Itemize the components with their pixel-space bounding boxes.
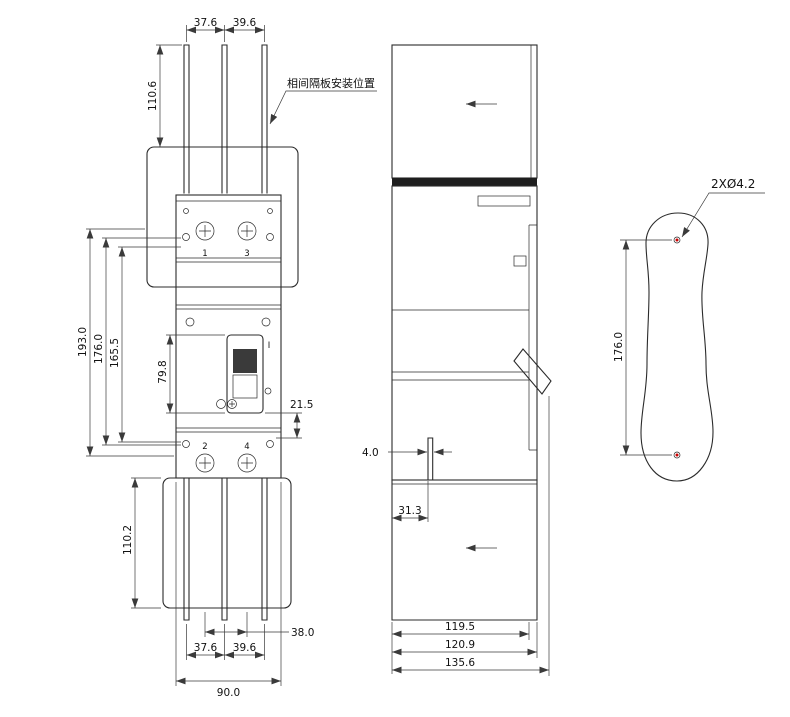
terminal-cover-top — [391, 44, 538, 179]
bottom-cover-side — [391, 479, 538, 621]
dim-tab-offset: 31.3 — [392, 481, 429, 522]
terminal-screw-3 — [237, 221, 257, 241]
dim-right-offset-text: 21.5 — [290, 399, 313, 411]
mounting-hole — [185, 317, 195, 327]
dim-overall-width-text: 90.0 — [217, 687, 240, 699]
callout-leader — [681, 192, 765, 238]
barrier-screw-hole — [266, 233, 274, 241]
dim-depth-c: 135.6 — [445, 657, 475, 669]
dim-bottom-pitch-right: 39.6 — [233, 642, 257, 654]
terminal-screw-2 — [195, 453, 215, 473]
svg-text:176.0: 176.0 — [93, 334, 105, 364]
dim-top-terminal-length: 110.6 — [147, 44, 182, 147]
dim-tab-offset-text: 31.3 — [398, 505, 421, 517]
gasket-band — [392, 178, 537, 186]
phase-barrier-note: 相间隔板安装位置 — [287, 76, 375, 90]
dim-right-offset: 21.5 — [265, 399, 313, 439]
on-mark: I — [268, 341, 271, 351]
pole-number-2: 2 — [202, 442, 207, 452]
terminal-screw-1 — [195, 221, 215, 241]
toggle-handle — [233, 349, 257, 373]
dim-depth-b: 120.9 — [445, 639, 475, 651]
dim-top-pitch-right: 39.6 — [233, 17, 257, 29]
svg-text:110.2: 110.2 — [122, 525, 134, 555]
breaker-body-side — [391, 185, 538, 481]
pole-number-4: 4 — [244, 442, 249, 452]
dim-tab-thickness-text: 4.0 — [362, 447, 379, 459]
barrier-screw-hole — [266, 440, 274, 448]
dim-top-pitch-left: 37.6 — [194, 17, 218, 29]
dim-hole-pitch: 176.0 — [613, 239, 672, 456]
body-section-lines — [176, 200, 281, 433]
svg-text:176.0: 176.0 — [613, 332, 625, 362]
toggle-recess — [226, 334, 264, 414]
template-outline — [640, 212, 714, 482]
off-symbol-icon — [264, 387, 272, 395]
pole-number-3: 3 — [244, 249, 249, 259]
front-view: 1 3 I 2 4 — [77, 17, 377, 699]
certification-marks-icon — [216, 399, 237, 409]
side-detail-rect — [513, 255, 527, 267]
svg-text:79.8: 79.8 — [157, 360, 169, 383]
dim-overall-width: 90.0 — [175, 482, 282, 699]
hole-center-mark — [675, 238, 679, 242]
note-leader — [269, 90, 377, 125]
dim-tab-thickness: 4.0 — [362, 447, 452, 459]
terminal-screw-4 — [237, 453, 257, 473]
toggle-handle-side — [513, 348, 552, 395]
barrier-screw-hole — [182, 233, 190, 241]
side-view: 4.0 31.3 119.5 120.9 135.6 — [362, 44, 552, 676]
dim-165-5: 165.5 — [109, 246, 181, 443]
svg-text:193.0: 193.0 — [77, 327, 89, 357]
dim-bottom-terminal-length: 110.2 — [122, 477, 161, 609]
phase-barrier-plate-top — [146, 146, 299, 288]
mounting-hole-top — [673, 236, 681, 244]
barrier-screw-hole — [182, 440, 190, 448]
pin-hole — [267, 208, 273, 214]
dim-bottom-pitch-left: 37.6 — [194, 642, 218, 654]
body-detail-lines-side — [392, 224, 537, 451]
dim-depth-a: 119.5 — [445, 621, 475, 633]
dim-38: 38.0 — [204, 612, 314, 639]
dim-38-text: 38.0 — [291, 627, 314, 639]
mounting-hole-bottom — [673, 451, 681, 459]
hole-center-mark — [675, 453, 679, 457]
dim-bottom-pitches: 37.6 39.6 — [186, 624, 265, 660]
toggle-window — [232, 374, 258, 399]
mounting-hole — [261, 317, 271, 327]
hole-callout: 2XØ4.2 — [711, 177, 755, 191]
pole-number-1: 1 — [202, 249, 207, 259]
dim-depths: 119.5 120.9 135.6 — [391, 396, 550, 676]
phase-barriers-top — [183, 44, 268, 194]
pin-hole — [183, 208, 189, 214]
breaker-body-front — [175, 194, 282, 479]
svg-text:165.5: 165.5 — [109, 338, 121, 368]
mounting-tab — [427, 437, 434, 480]
label-slot — [477, 195, 531, 207]
phase-barriers-bottom — [183, 477, 268, 621]
dim-top-pitches: 37.6 39.6 — [186, 17, 265, 42]
dim-overall-height: 193.0 — [77, 228, 174, 457]
hole-template-view: 2XØ4.2 176.0 — [613, 177, 765, 482]
svg-text:110.6: 110.6 — [147, 81, 159, 111]
dim-cover-height: 79.8 — [157, 334, 225, 414]
dim-mount-pitch: 176.0 — [93, 237, 181, 446]
